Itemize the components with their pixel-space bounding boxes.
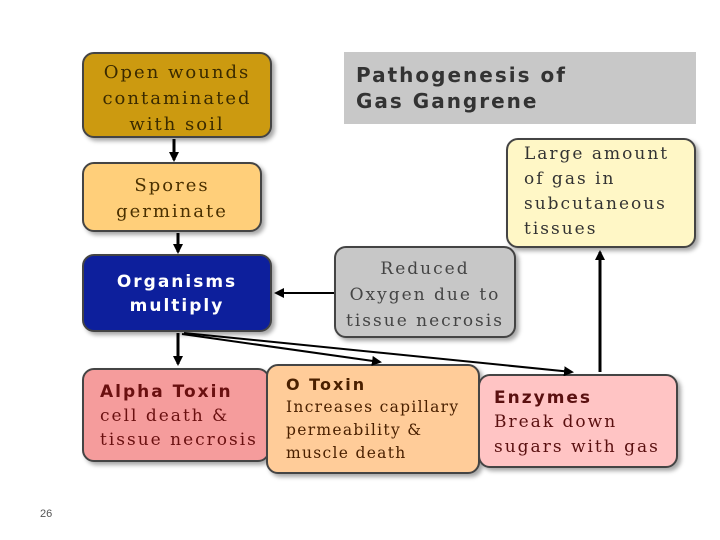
o-toxin-title: O Toxin: [286, 375, 367, 394]
gas-text: Large amount of gas in subcutaneous tiss…: [524, 144, 670, 239]
alpha-toxin-body: cell death & tissue necrosis: [100, 406, 258, 450]
alpha-toxin-title: Alpha Toxin: [100, 382, 233, 402]
diagram-title: Pathogenesis of Gas Gangrene: [356, 63, 567, 113]
spores-box: Spores germinate: [82, 162, 262, 232]
reduced-oxygen-text: Reduced Oxygen due to tissue necrosis: [346, 259, 504, 331]
arrow-organisms-to-otoxin: [181, 333, 382, 366]
open-wounds-box: Open wounds contaminated with soil: [82, 52, 272, 138]
enzymes-body: Break down sugars with gas: [494, 412, 660, 457]
gas-box: Large amount of gas in subcutaneous tiss…: [506, 138, 696, 248]
o-toxin-box: O Toxin Increases capillary permeability…: [266, 364, 480, 474]
enzymes-title: Enzymes: [494, 388, 593, 408]
open-wounds-text: Open wounds contaminated with soil: [102, 62, 252, 135]
enzymes-box: Enzymes Break down sugars with gas: [478, 374, 678, 468]
organisms-text: Organisms multiply: [116, 272, 238, 316]
reduced-oxygen-box: Reduced Oxygen due to tissue necrosis: [334, 246, 516, 338]
organisms-box: Organisms multiply: [82, 254, 272, 332]
page-number: 26: [40, 508, 53, 520]
spores-text: Spores germinate: [116, 175, 228, 222]
o-toxin-body: Increases capillary permeability & muscl…: [286, 398, 460, 462]
arrow-organisms-to-enzymes: [183, 332, 574, 377]
title-box: Pathogenesis of Gas Gangrene: [344, 52, 696, 124]
